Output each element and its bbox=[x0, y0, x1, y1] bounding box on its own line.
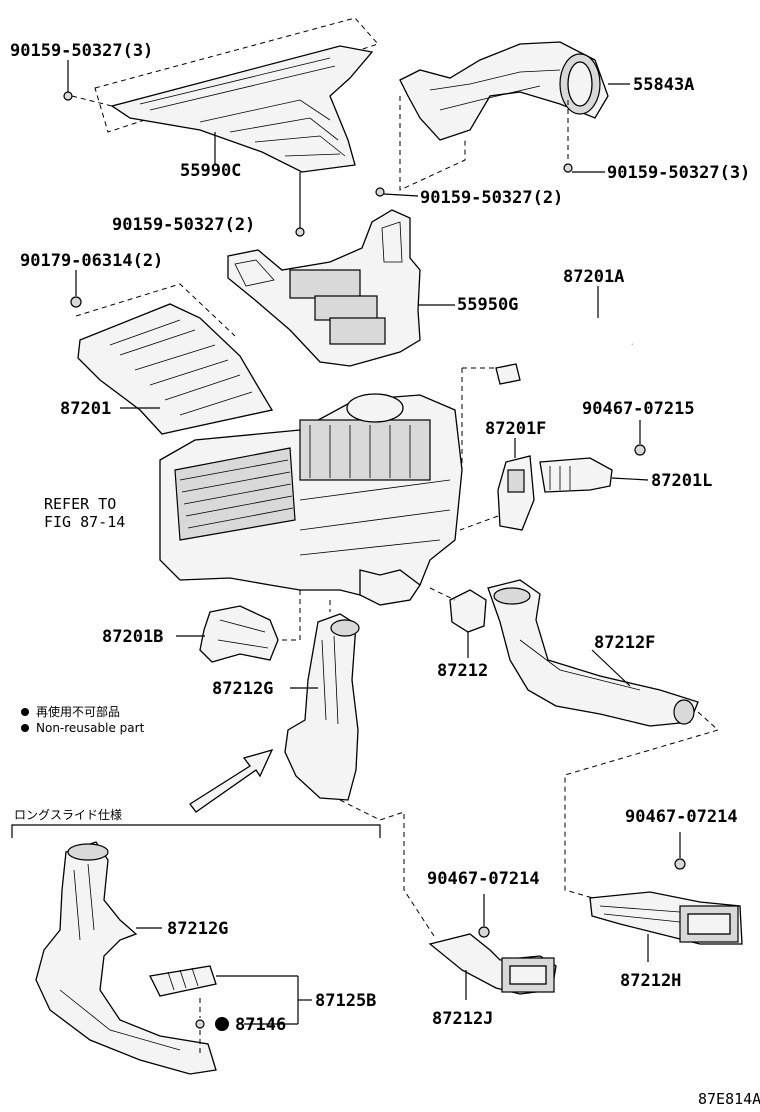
long-slide-section bbox=[11, 824, 381, 838]
part-87212F-drawing bbox=[487, 579, 719, 901]
part-55950G-drawing bbox=[227, 209, 455, 367]
part-87212H-drawing bbox=[589, 832, 743, 962]
part-87201F-drawing bbox=[459, 438, 535, 531]
legend-text-english: Non-reusable part bbox=[36, 721, 145, 735]
part-87125B-drawing bbox=[149, 965, 312, 1054]
label-fig-87-14: FIG 87-14 bbox=[44, 513, 125, 531]
label-90159-50327-3-right: 90159-50327(3) bbox=[607, 163, 750, 183]
label-55990C: 55990C bbox=[180, 161, 241, 181]
label-87125B: 87125B bbox=[315, 991, 376, 1011]
label-87212J: 87212J bbox=[432, 1009, 493, 1029]
label-90467-07215: 90467-07215 bbox=[582, 399, 695, 419]
section-title-long-slide: ロングスライド仕様 bbox=[14, 808, 122, 822]
legend-text-japanese: 再使用不可部品 bbox=[36, 704, 120, 719]
label-87201A: 87201A bbox=[563, 267, 624, 287]
label-87212: 87212 bbox=[437, 661, 488, 681]
part-87201L-drawing bbox=[539, 420, 649, 493]
direction-arrow bbox=[189, 748, 274, 813]
legend bbox=[21, 708, 29, 732]
label-87212G-upper: 87212G bbox=[212, 679, 273, 699]
hvac-unit-drawing bbox=[159, 368, 463, 641]
label-87201: 87201 bbox=[60, 399, 111, 419]
part-55990C-drawing bbox=[63, 17, 379, 237]
label-90467-07214-right: 90467-07214 bbox=[625, 807, 738, 827]
part-87212G-upper-drawing bbox=[284, 600, 435, 937]
part-87201A-drawing bbox=[462, 286, 633, 385]
part-87212J-drawing bbox=[428, 894, 557, 1000]
part-55843A-drawing bbox=[375, 41, 630, 197]
label-90179-06314-2: 90179-06314(2) bbox=[20, 251, 163, 271]
label-87212G-lower: 87212G bbox=[167, 919, 228, 939]
label-87212H: 87212H bbox=[620, 971, 681, 991]
label-90159-50327-2-bottom: 90159-50327(2) bbox=[112, 215, 255, 235]
part-87212-drawing bbox=[429, 587, 487, 658]
label-90159-50327-3-top-left: 90159-50327(3) bbox=[10, 41, 153, 61]
label-55950G: 55950G bbox=[457, 295, 518, 315]
label-87201B: 87201B bbox=[102, 627, 163, 647]
label-90467-07214-middle: 90467-07214 bbox=[427, 869, 540, 889]
label-87201F: 87201F bbox=[485, 419, 546, 439]
part-87212G-lower-drawing bbox=[35, 841, 217, 1075]
part-87201-drawing bbox=[70, 270, 274, 435]
figure-code: 87E814A bbox=[698, 1090, 760, 1108]
label-refer-to: REFER TO bbox=[44, 495, 116, 513]
label-87146: 87146 bbox=[235, 1015, 286, 1035]
label-87212F: 87212F bbox=[594, 633, 655, 653]
label-87201L: 87201L bbox=[651, 471, 712, 491]
label-90159-50327-2-middle: 90159-50327(2) bbox=[420, 188, 563, 208]
label-55843A: 55843A bbox=[633, 75, 694, 95]
part-87201B-drawing bbox=[176, 605, 279, 663]
